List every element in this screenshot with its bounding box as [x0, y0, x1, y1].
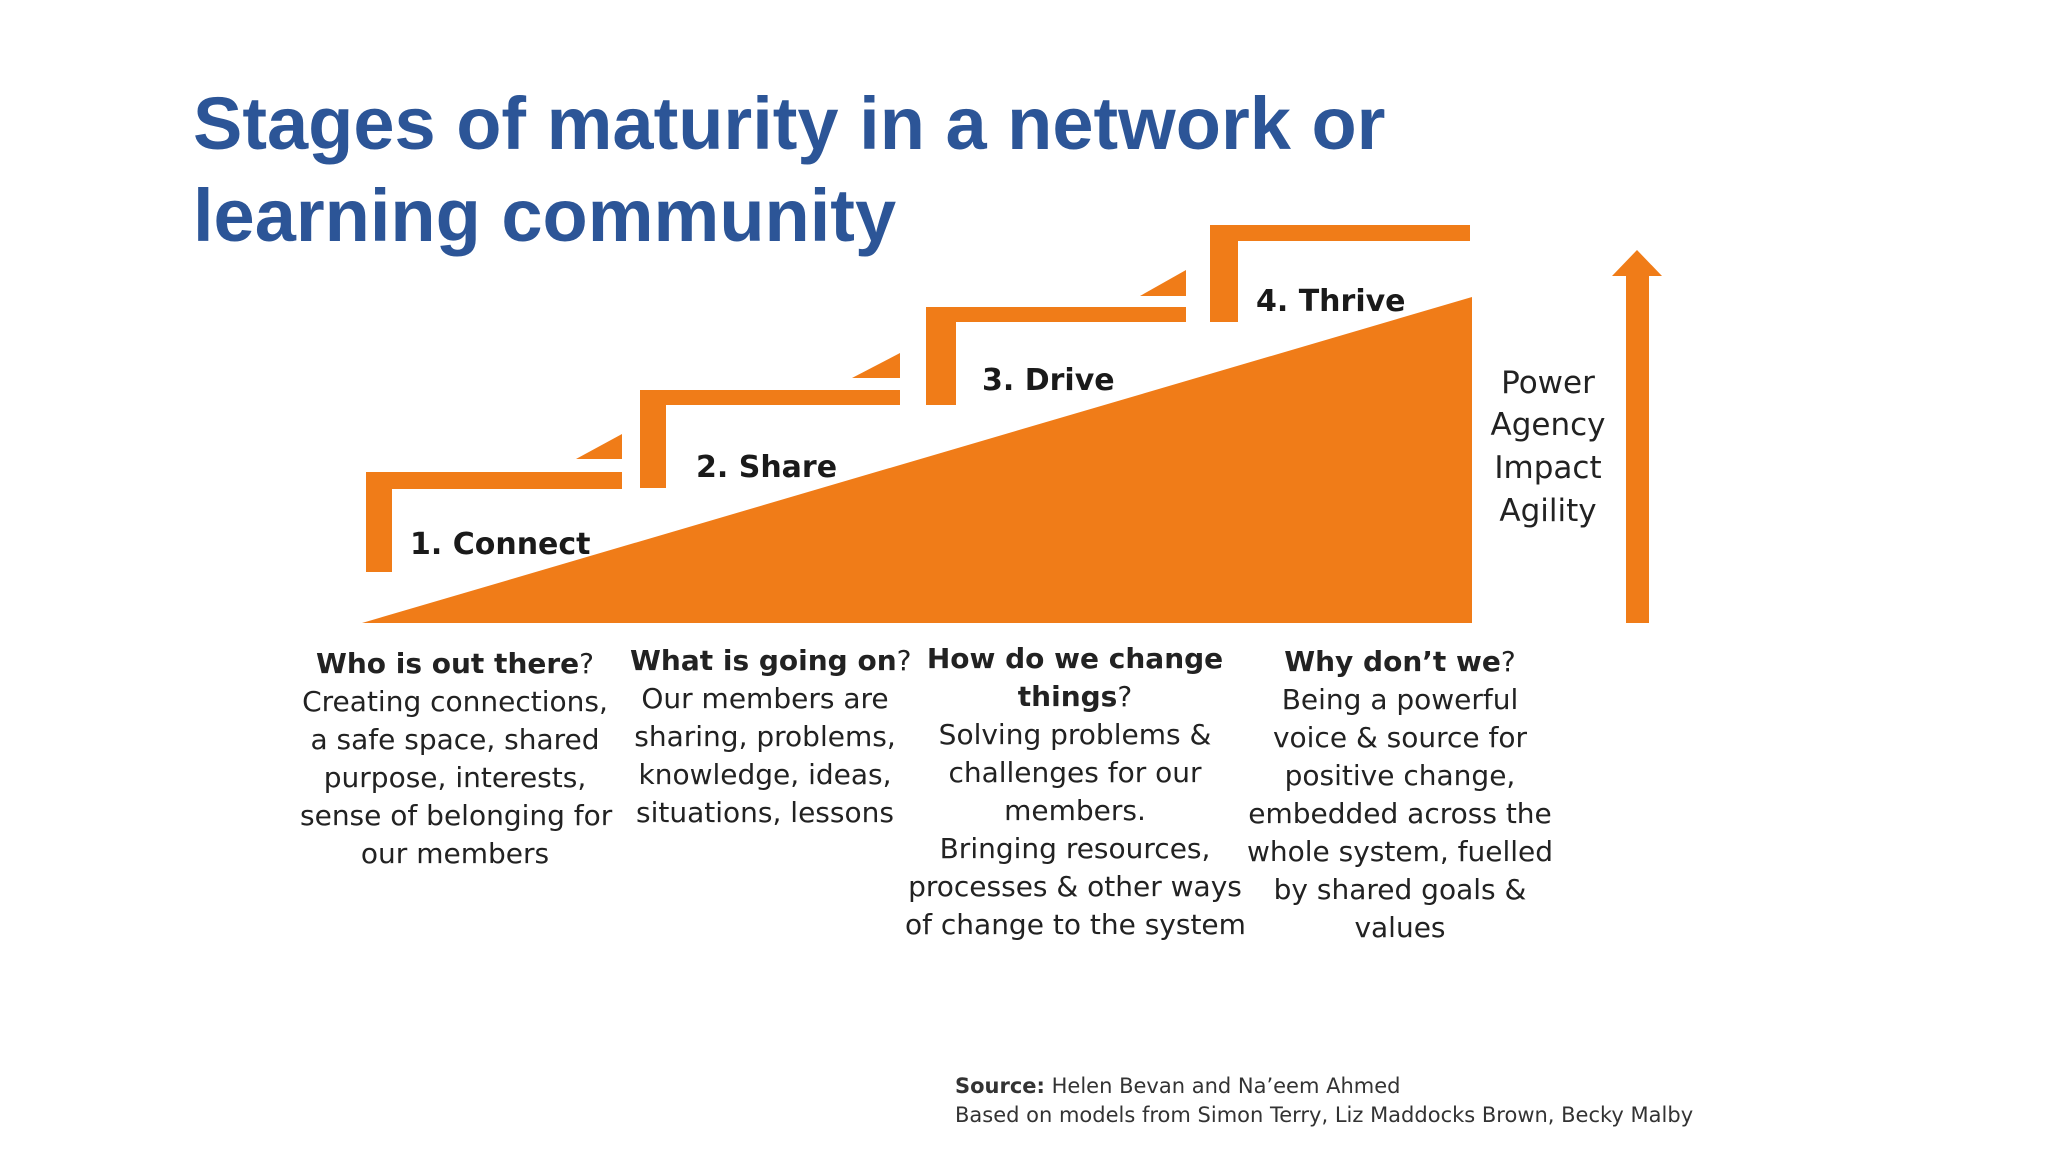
page-title: Stages of maturity in a network or learn… — [193, 82, 1386, 257]
description-line: by shared goals & — [1273, 873, 1527, 906]
stage-description-connect: Who is out there? Creating connections, … — [300, 645, 613, 873]
description-line: challenges for our — [948, 756, 1202, 789]
stage-description-drive: How do we change things? Solving problem… — [905, 640, 1246, 944]
stage-label-connect: 1. Connect — [410, 527, 591, 562]
step-chevron-3 — [1140, 270, 1186, 296]
description-line: members. — [1004, 794, 1146, 827]
stage-question: Who is out there? — [315, 647, 595, 680]
source-citation: Source: Helen Bevan and Na’eem Ahmed Bas… — [955, 1072, 1693, 1130]
stage-question: things? — [1017, 680, 1133, 713]
description-line: processes & other ways — [908, 870, 1242, 903]
description-line: Our members are — [641, 682, 889, 715]
description-line: of change to the system — [905, 908, 1246, 941]
description-line: knowledge, ideas, — [638, 758, 892, 791]
description-line: our members — [360, 837, 550, 870]
arrow-up-icon — [1612, 250, 1662, 623]
step-chevron-1 — [576, 434, 622, 459]
description-line: positive change, — [1284, 759, 1516, 792]
based-on-line: Based on models from Simon Terry, Liz Ma… — [955, 1103, 1694, 1127]
description-line: sense of belonging for — [300, 799, 613, 832]
outcome-agility: Agility — [1499, 493, 1596, 529]
step-chevron-2 — [852, 353, 900, 378]
description-line: a safe space, shared — [310, 723, 600, 756]
source-line: Source: Helen Bevan and Na’eem Ahmed — [955, 1074, 1401, 1098]
stage-question: How do we change — [926, 642, 1224, 675]
description-line: embedded across the — [1248, 797, 1552, 830]
stage-question: Why don’t we? — [1284, 645, 1516, 678]
description-line: situations, lessons — [636, 796, 894, 829]
step-bracket-2 — [640, 390, 900, 488]
step-bracket-1 — [366, 472, 622, 572]
description-line: sharing, problems, — [634, 720, 896, 753]
description-line: Being a powerful — [1281, 683, 1519, 716]
description-line: Solving problems & — [938, 718, 1212, 751]
description-line: voice & source for — [1272, 721, 1528, 754]
stage-label-thrive: 4. Thrive — [1256, 284, 1406, 319]
stage-description-thrive: Why don’t we? Being a powerful voice & s… — [1240, 643, 1560, 947]
outcome-impact: Impact — [1494, 450, 1601, 486]
stage-label-share: 2. Share — [696, 450, 837, 485]
description-line: Creating connections, — [302, 685, 608, 718]
step-bracket-4 — [1210, 225, 1470, 322]
stage-label-drive: 3. Drive — [982, 363, 1115, 398]
description-line: whole system, fuelled — [1246, 835, 1554, 868]
description-line: Bringing resources, — [939, 832, 1211, 865]
stage-question: What is going on? — [630, 644, 912, 677]
outcome-power: Power — [1501, 365, 1595, 401]
description-line: purpose, interests, — [323, 761, 587, 794]
stage-description-share: What is going on? Our members are sharin… — [630, 642, 912, 832]
outcome-agency: Agency — [1491, 407, 1606, 443]
step-bracket-3 — [926, 307, 1186, 405]
description-line: values — [1354, 911, 1446, 944]
maturity-ramp — [362, 297, 1472, 623]
